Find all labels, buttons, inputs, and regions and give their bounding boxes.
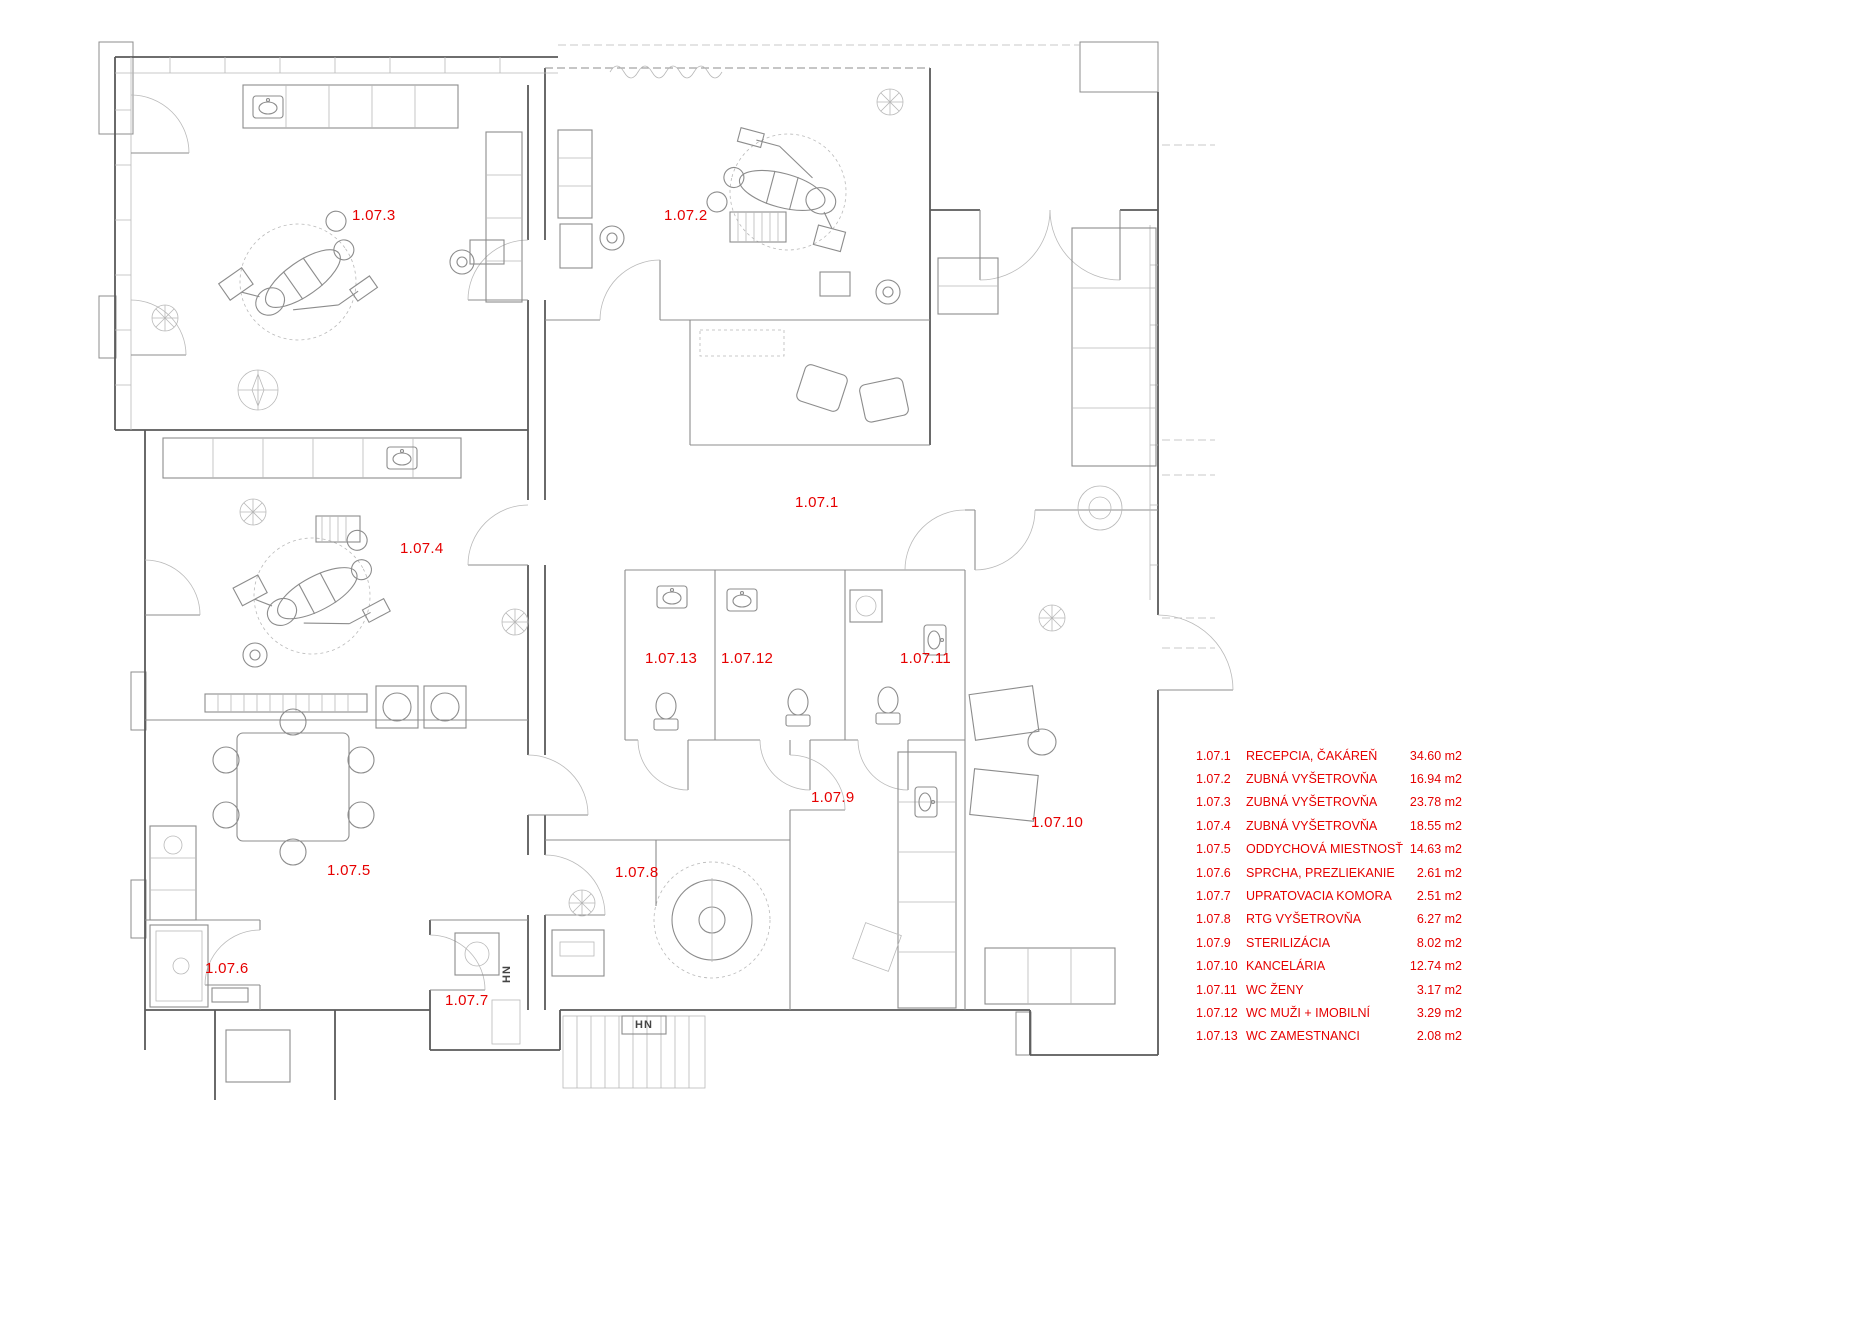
legend-name: UPRATOVACIA KOMORA bbox=[1246, 889, 1392, 904]
dental-chair-icon bbox=[699, 115, 868, 266]
legend-row: 1.07.9 STERILIZÁCIA 8.02 m2 bbox=[1196, 931, 1462, 954]
room-label-1-07-9: 1.07.9 bbox=[811, 789, 855, 806]
legend-code: 1.07.9 bbox=[1196, 935, 1231, 950]
legend-code: 1.07.3 bbox=[1196, 795, 1231, 810]
door-leaves bbox=[131, 152, 1233, 991]
legend-code: 1.07.8 bbox=[1196, 912, 1231, 927]
toilet-icon bbox=[653, 692, 679, 731]
toilet-icon bbox=[875, 686, 901, 725]
legend-name: WC ZAMESTNANCI bbox=[1246, 1029, 1360, 1044]
room-label-1-07-2: 1.07.2 bbox=[664, 207, 708, 224]
furniture bbox=[149, 84, 1157, 1089]
break-room-furniture bbox=[149, 708, 375, 921]
room-label-1-07-7: 1.07.7 bbox=[445, 992, 489, 1009]
legend-name: RECEPCIA, ČAKÁREŇ bbox=[1246, 748, 1378, 763]
plant-icon bbox=[151, 304, 179, 332]
room-label-1-07-8: 1.07.8 bbox=[615, 864, 659, 881]
legend-area: 2.61 m2 bbox=[1416, 865, 1462, 880]
dashed-reference-lines bbox=[545, 44, 1215, 649]
legend-name: ZUBNÁ VYŠETROVŇA bbox=[1246, 772, 1378, 787]
hn-label-horizontal: HN bbox=[635, 1019, 653, 1031]
legend-area: 3.29 m2 bbox=[1416, 1005, 1462, 1020]
entrance-steps bbox=[225, 1015, 706, 1089]
legend-area: 6.27 m2 bbox=[1416, 912, 1462, 927]
plant-icon bbox=[501, 608, 529, 636]
legend-area: 18.55 m2 bbox=[1409, 818, 1462, 833]
legend-area: 2.08 m2 bbox=[1416, 1029, 1462, 1044]
legend-name: ZUBNÁ VYŠETROVŇA bbox=[1246, 795, 1378, 810]
cleaning-closet-furniture bbox=[454, 932, 521, 1045]
legend-area: 34.60 m2 bbox=[1409, 748, 1462, 763]
legend-area: 23.78 m2 bbox=[1409, 795, 1462, 810]
wc-fixtures bbox=[653, 585, 947, 731]
room-label-1-07-10: 1.07.10 bbox=[1031, 814, 1084, 831]
legend-code: 1.07.5 bbox=[1196, 842, 1231, 857]
rtg-room-furniture bbox=[551, 840, 771, 979]
legend-area: 14.63 m2 bbox=[1409, 842, 1462, 857]
reception-furniture bbox=[501, 227, 1157, 636]
legend-area: 8.02 m2 bbox=[1416, 935, 1462, 950]
legend-row: 1.07.5 ODDYCHOVÁ MIESTNOSŤ 14.63 m2 bbox=[1196, 838, 1462, 861]
legend-area: 2.51 m2 bbox=[1416, 889, 1462, 904]
legend-name: KANCELÁRIA bbox=[1246, 959, 1326, 974]
legend-name: WC ŽENY bbox=[1246, 982, 1304, 997]
legend-area: 3.17 m2 bbox=[1416, 982, 1462, 997]
legend-row: 1.07.1 RECEPCIA, ČAKÁREŇ 34.60 m2 bbox=[1196, 744, 1462, 767]
toilet-icon bbox=[785, 688, 811, 727]
hn-label-vertical: HN bbox=[500, 965, 513, 983]
office-furniture bbox=[968, 604, 1116, 1005]
legend-code: 1.07.2 bbox=[1196, 772, 1231, 787]
legend-code: 1.07.7 bbox=[1196, 889, 1231, 904]
legend-row: 1.07.6 SPRCHA, PREZLIEKANIE 2.61 m2 bbox=[1196, 861, 1462, 884]
dental-room-4-furniture bbox=[162, 437, 467, 729]
sterilization-furniture bbox=[852, 751, 957, 1009]
doors bbox=[130, 94, 1234, 991]
dental-room-3-furniture bbox=[151, 84, 523, 411]
room-label-1-07-13: 1.07.13 bbox=[645, 650, 698, 667]
walls bbox=[114, 56, 1159, 1100]
dental-room-2-furniture bbox=[557, 88, 904, 305]
legend-name: WC MUŽI + IMOBILNÍ bbox=[1246, 1005, 1370, 1020]
legend-name: SPRCHA, PREZLIEKANIE bbox=[1246, 865, 1395, 880]
room-label-1-07-5: 1.07.5 bbox=[327, 862, 371, 879]
room-label-1-07-3: 1.07.3 bbox=[352, 207, 396, 224]
legend-row: 1.07.10 KANCELÁRIA 12.74 m2 bbox=[1196, 955, 1462, 978]
plant-icon bbox=[568, 889, 596, 917]
legend-row: 1.07.4 ZUBNÁ VYŠETROVŇA 18.55 m2 bbox=[1196, 814, 1462, 837]
legend-code: 1.07.1 bbox=[1196, 748, 1231, 763]
door-swing-arcs bbox=[130, 94, 1234, 991]
legend-row: 1.07.12 WC MUŽI + IMOBILNÍ 3.29 m2 bbox=[1196, 1001, 1462, 1024]
legend-row: 1.07.11 WC ŽENY 3.17 m2 bbox=[1196, 978, 1462, 1001]
legend-code: 1.07.11 bbox=[1196, 982, 1237, 997]
legend-code: 1.07.13 bbox=[1196, 1029, 1238, 1044]
legend-row: 1.07.7 UPRATOVACIA KOMORA 2.51 m2 bbox=[1196, 884, 1462, 907]
legend-row: 1.07.3 ZUBNÁ VYŠETROVŇA 23.78 m2 bbox=[1196, 791, 1462, 814]
legend-code: 1.07.6 bbox=[1196, 865, 1231, 880]
legend-area: 12.74 m2 bbox=[1409, 959, 1462, 974]
legend-code: 1.07.4 bbox=[1196, 818, 1231, 833]
legend-area: 16.94 m2 bbox=[1409, 772, 1462, 787]
legend-code: 1.07.10 bbox=[1196, 959, 1238, 974]
legend-code: 1.07.12 bbox=[1196, 1005, 1238, 1020]
legend-name: ZUBNÁ VYŠETROVŇA bbox=[1246, 818, 1378, 833]
hatched-wall-blocks bbox=[98, 41, 1159, 1056]
shower-room-furniture bbox=[149, 924, 249, 1008]
legend-name: RTG VYŠETROVŇA bbox=[1246, 912, 1362, 927]
room-label-1-07-1: 1.07.1 bbox=[795, 494, 839, 511]
legend-row: 1.07.13 WC ZAMESTNANCI 2.08 m2 bbox=[1196, 1025, 1462, 1048]
plant-icon bbox=[239, 498, 267, 526]
room-label-1-07-6: 1.07.6 bbox=[205, 960, 249, 977]
legend-name: STERILIZÁCIA bbox=[1246, 935, 1331, 950]
legend-row: 1.07.8 RTG VYŠETROVŇA 6.27 m2 bbox=[1196, 908, 1462, 931]
room-label-1-07-4: 1.07.4 bbox=[400, 540, 444, 557]
legend-row: 1.07.2 ZUBNÁ VYŠETROVŇA 16.94 m2 bbox=[1196, 767, 1462, 790]
room-label-1-07-12: 1.07.12 bbox=[721, 650, 774, 667]
plant-icon bbox=[1038, 604, 1066, 632]
room-label-1-07-11: 1.07.11 bbox=[900, 650, 952, 667]
legend-name: ODDYCHOVÁ MIESTNOSŤ bbox=[1246, 842, 1403, 857]
window-lines bbox=[115, 57, 1158, 600]
plant-icon bbox=[876, 88, 904, 116]
